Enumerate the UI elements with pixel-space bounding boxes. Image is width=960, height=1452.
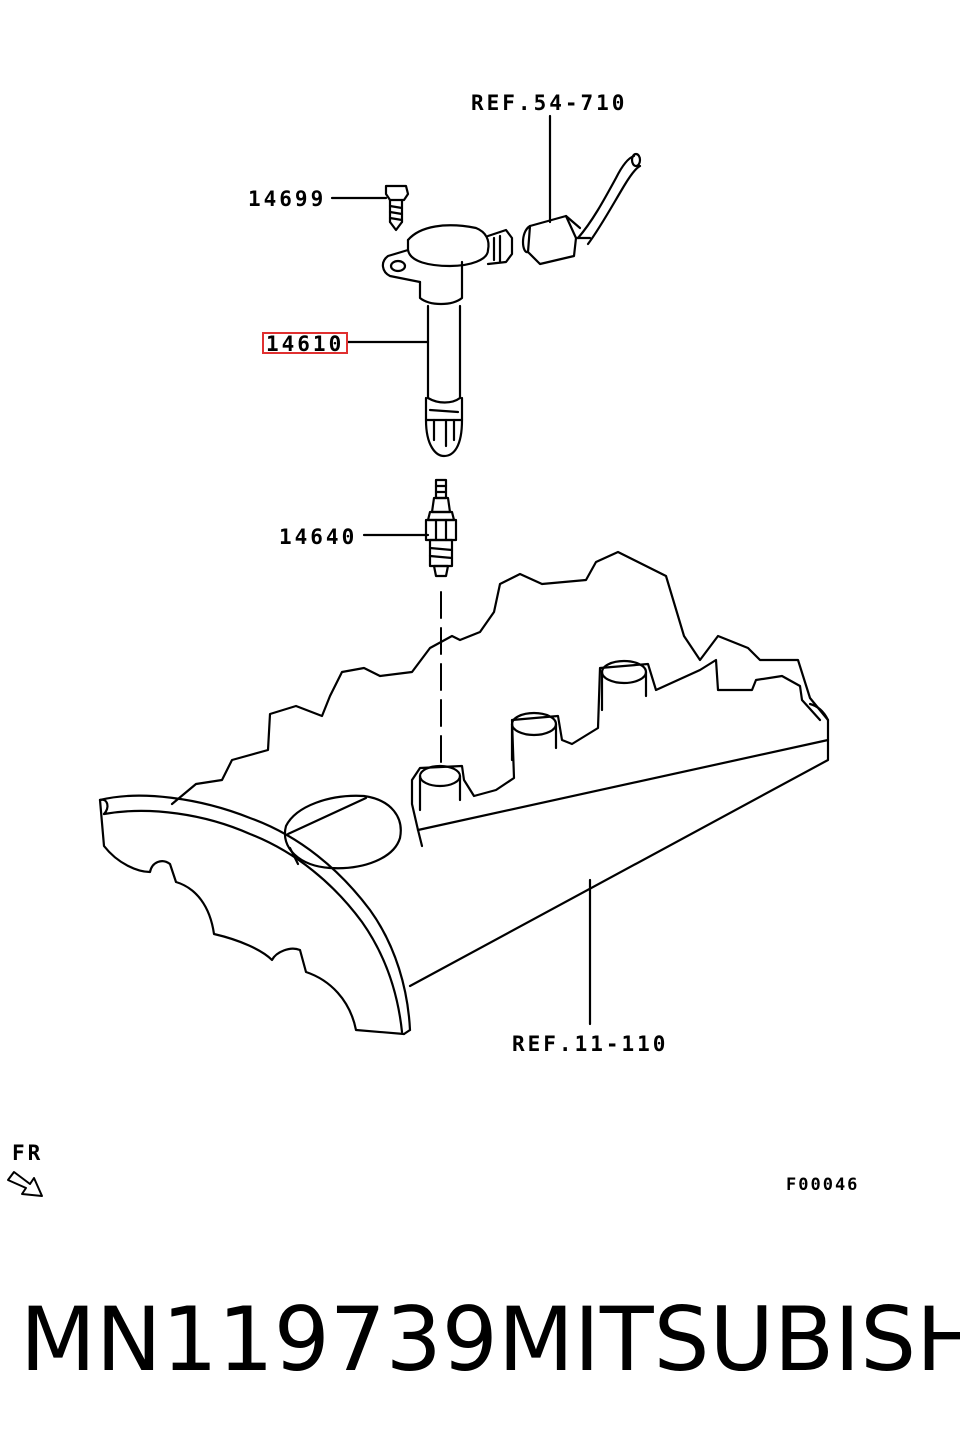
ref-54-710-label: REF.54-710 xyxy=(471,91,627,115)
part-number: MN119739 xyxy=(20,1288,498,1391)
front-direction-arrow-icon xyxy=(7,1171,43,1197)
product-caption: MN119739 MITSUBISHI xyxy=(0,1290,960,1400)
direction-label: FR xyxy=(12,1141,43,1165)
plug-14640-label: 14640 xyxy=(279,525,357,549)
bolt-14699-label: 14699 xyxy=(248,187,326,211)
coil-14610-label: 14610 xyxy=(266,332,344,356)
ref-11-110-label: REF.11-110 xyxy=(512,1032,668,1056)
wire-connector xyxy=(521,152,642,266)
valve-cover xyxy=(98,550,830,1036)
coil-highlight-box xyxy=(262,332,348,354)
figure-code-label: F00046 xyxy=(786,1175,859,1195)
bolt-14699 xyxy=(384,184,410,232)
ignition-coil-14610 xyxy=(381,224,514,458)
spark-plug-14640 xyxy=(424,478,458,578)
brand-name: MITSUBISHI xyxy=(498,1288,960,1391)
